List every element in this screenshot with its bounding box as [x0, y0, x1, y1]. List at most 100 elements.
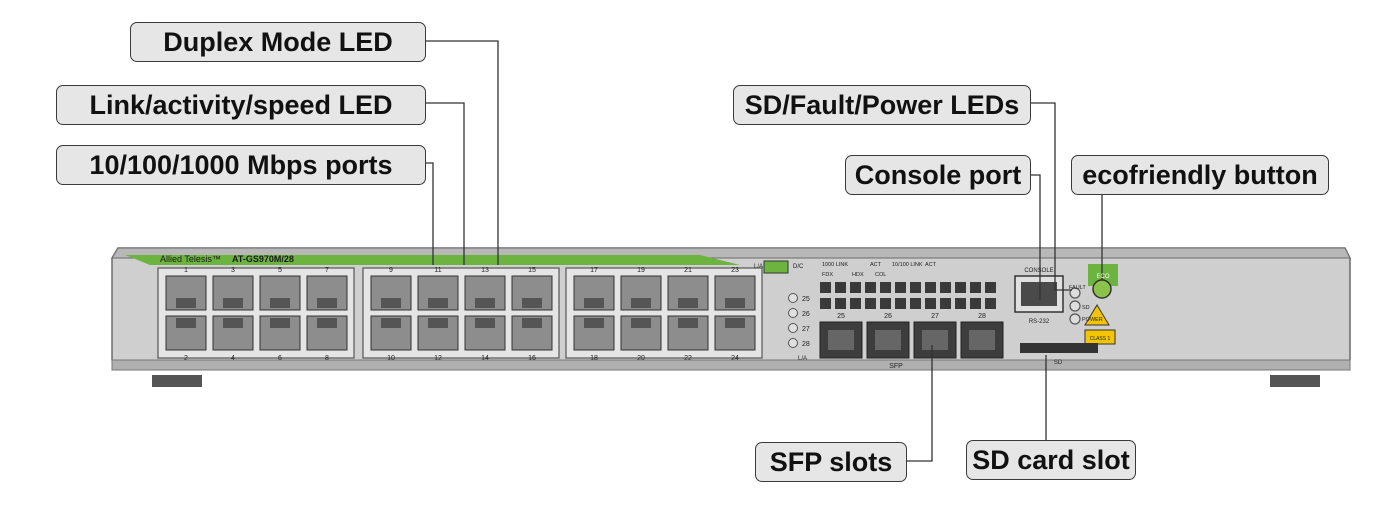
port-led [880, 282, 891, 293]
sfp-port-number: 25 [837, 313, 845, 320]
port-led [865, 298, 876, 309]
port-number-label: 9 [389, 267, 393, 274]
led-legend-item: 10/100 LINK [892, 262, 923, 268]
port-number-label: 16 [528, 355, 536, 362]
power-led [1069, 313, 1081, 325]
sfp-port-number: 27 [931, 313, 939, 320]
status-led-label: POWER [1082, 317, 1103, 323]
sfp-led [788, 308, 798, 318]
port-led [850, 282, 861, 293]
port-number-label: 14 [481, 355, 489, 362]
sfp-led-label: 26 [802, 311, 810, 318]
port-led [955, 282, 966, 293]
sd-slot-label: SD [1054, 360, 1063, 366]
led-legend-la: L/A [754, 264, 763, 270]
port-led [925, 298, 936, 309]
port-led [940, 298, 951, 309]
led-legend-item: ACT [870, 262, 882, 268]
port-number-label: 5 [278, 267, 282, 274]
rj45-port [306, 275, 348, 311]
rj45-port [714, 275, 756, 311]
rs232-label: RS-232 [1029, 319, 1050, 325]
sfp-led-grid [820, 282, 996, 309]
status-leds [1069, 287, 1081, 325]
sfp-led [788, 338, 798, 348]
fault-led [1069, 287, 1081, 299]
rj45-port [573, 315, 615, 351]
led-legend-item: HDX [852, 272, 864, 278]
rj45-port [417, 275, 459, 311]
port-number-label: 4 [231, 355, 235, 362]
port-number-label: 12 [434, 355, 442, 362]
led-legend-item: 1000 LINK [822, 262, 848, 268]
callout-duplex-mode-led: Duplex Mode LED [130, 22, 426, 62]
port-led [910, 298, 921, 309]
status-led-label: FAULT [1069, 285, 1086, 291]
sfp-port-number: 26 [884, 313, 892, 320]
port-number-label: 18 [590, 355, 598, 362]
callout-console-port: Console port [845, 155, 1031, 195]
port-number-label: 3 [231, 267, 235, 274]
callout-sfp-slots: SFP slots [755, 442, 907, 482]
callout-sd-card-slot: SD card slot [966, 440, 1136, 480]
port-led [970, 282, 981, 293]
brand-label: Allied Telesis™ [160, 254, 221, 264]
port-number-label: 20 [637, 355, 645, 362]
port-led [985, 298, 996, 309]
port-number-label: 17 [590, 267, 598, 274]
eco-button [1088, 264, 1118, 299]
sfp-led [788, 323, 798, 333]
sfp-led-label: 25 [802, 296, 810, 303]
port-led [925, 282, 936, 293]
port-number-label: 2 [184, 355, 188, 362]
callout-ecofriendly-button: ecofriendly button [1071, 155, 1329, 195]
model-label: AT-GS970M/28 [232, 254, 294, 264]
port-led [865, 282, 876, 293]
warning-label-text: CLASS 1 [1090, 336, 1111, 342]
port-led [910, 282, 921, 293]
port-led [850, 298, 861, 309]
laser-warning-label [1084, 304, 1116, 345]
port-led [895, 282, 906, 293]
port-number-label: 7 [325, 267, 329, 274]
eco-label: ECO [1096, 274, 1109, 280]
port-number-label: 10 [387, 355, 395, 362]
sfp-led [788, 293, 798, 303]
port-number-label: 1 [184, 267, 188, 274]
port-number-label: 23 [731, 267, 739, 274]
sd-led [1069, 300, 1081, 312]
led-legend-item: COL [875, 272, 886, 278]
port-led [820, 298, 831, 309]
port-led [940, 282, 951, 293]
port-number-label: 21 [684, 267, 692, 274]
management-port-icon [763, 260, 789, 274]
callout-sd-fault-power-leds: SD/Fault/Power LEDs [733, 85, 1031, 125]
port-led [955, 298, 966, 309]
port-led [895, 298, 906, 309]
port-number-label: 13 [481, 267, 489, 274]
port-led [985, 282, 996, 293]
port-number-label: 11 [434, 267, 441, 274]
port-led [970, 298, 981, 309]
port-led [835, 298, 846, 309]
port-led [880, 298, 891, 309]
sfp-port-number: 28 [978, 313, 986, 320]
led-legend-item: ACT [925, 262, 937, 268]
la-legend-label: L/A [798, 356, 807, 362]
port-number-label: 24 [731, 355, 739, 362]
led-legend-item: FDX [822, 272, 833, 278]
port-number-label: 15 [528, 267, 536, 274]
port-led [835, 282, 846, 293]
sd-card-slot [1020, 343, 1098, 353]
sfp-label: SFP [889, 363, 903, 370]
port-number-label: 22 [684, 355, 692, 362]
port-led [820, 282, 831, 293]
console-port [1014, 275, 1064, 313]
status-led-label: SD [1082, 305, 1090, 311]
callout-link-activity-speed-led: Link/activity/speed LED [56, 85, 426, 125]
port-number-label: 6 [278, 355, 282, 362]
sfp-led-label: 28 [802, 341, 810, 348]
port-number-label: 19 [637, 267, 645, 274]
